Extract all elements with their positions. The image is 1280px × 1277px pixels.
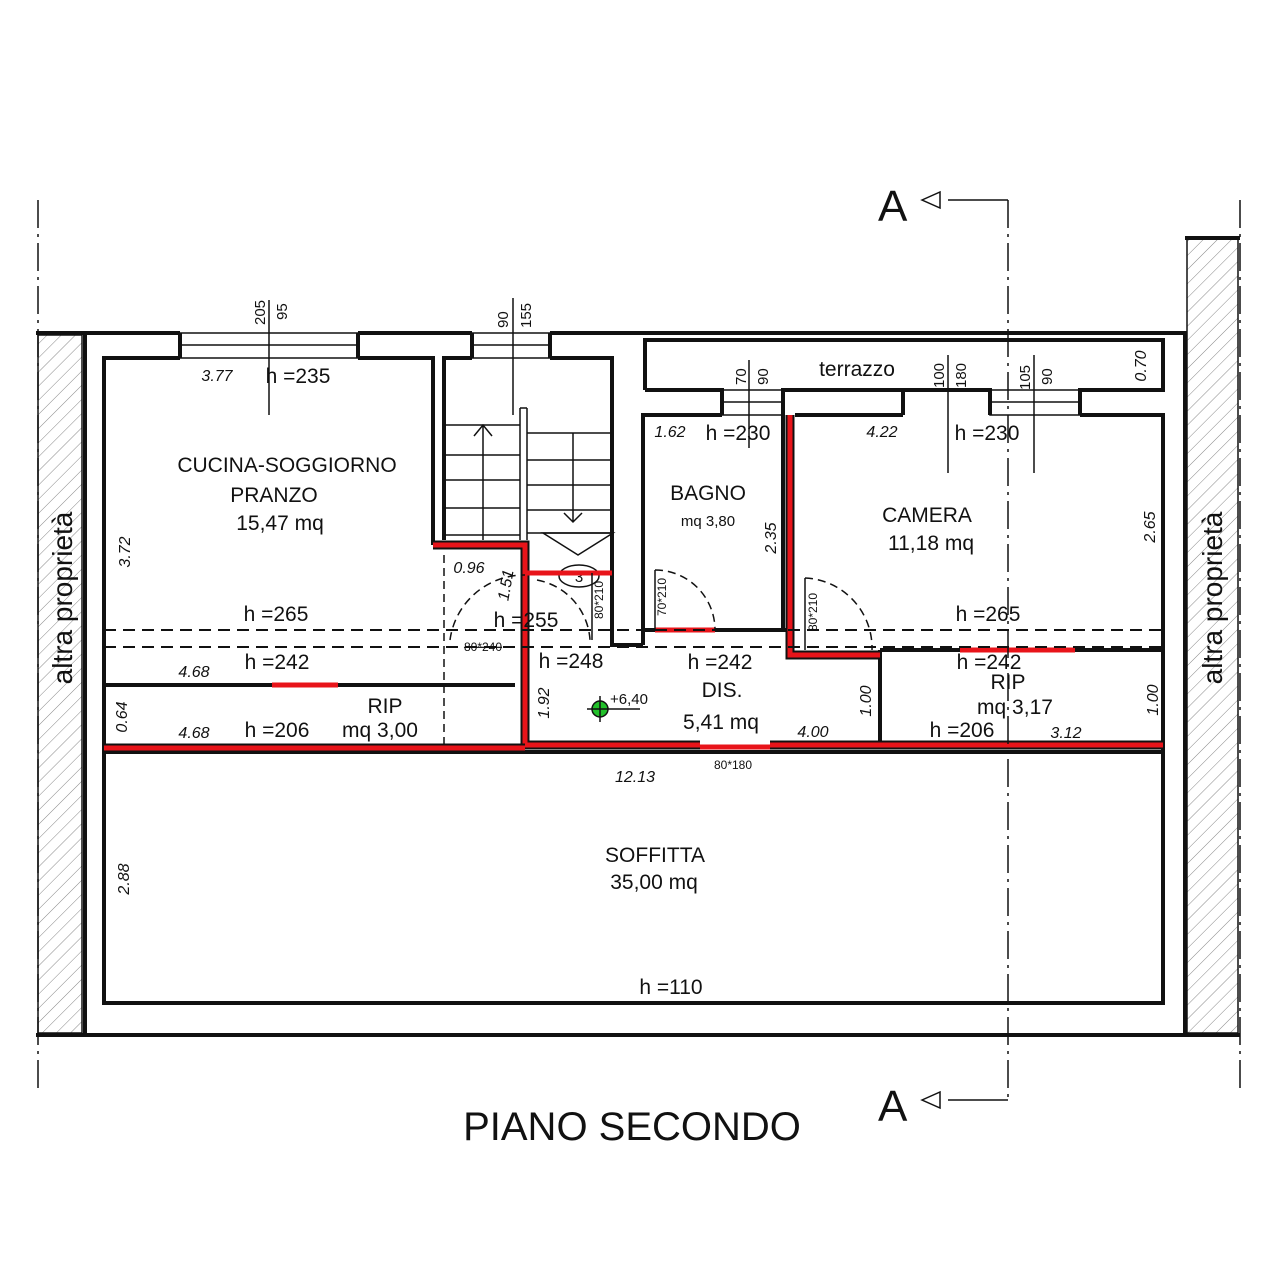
- dimension: 4.22: [866, 424, 897, 441]
- dimension: 2.88: [116, 863, 133, 895]
- dimension: 1.00: [858, 685, 875, 716]
- window-markers: 205 95 90 155 70 90 100 180 105 90: [252, 298, 1056, 473]
- dimension: 12.13: [615, 769, 655, 786]
- section-arrow-icon: [920, 190, 941, 1110]
- room-name-dis: DIS.: [702, 679, 743, 702]
- dimension: 0.64: [114, 701, 131, 732]
- level-marker: +6,40: [587, 691, 648, 722]
- ceiling-heights: h =235 h =265 h =242 h =206 h =255 h =24…: [244, 365, 1022, 999]
- height-label: h =235: [266, 365, 331, 388]
- door-size: 80*210: [806, 593, 820, 631]
- new-walls: [104, 415, 1163, 753]
- bagno-walls: [641, 413, 785, 645]
- height-label: h =242: [688, 651, 753, 674]
- terrazzo-outline: [643, 338, 1165, 415]
- dimension: 4.68: [178, 725, 209, 742]
- room-area-soffitta: 35,00 mq: [610, 871, 698, 894]
- height-label: h =206: [245, 719, 310, 742]
- property-boundary-lines: [37, 200, 1241, 1090]
- dimension: 3.77: [201, 368, 233, 385]
- roof-slope-lines: [104, 629, 1163, 648]
- window-width: 105: [1017, 365, 1034, 390]
- window-width: 205: [252, 300, 269, 325]
- dimension: 1.92: [536, 687, 553, 718]
- neighbour-left: altra proprietà: [37, 334, 83, 1034]
- neighbour-label-right: altra proprietà: [1197, 511, 1228, 684]
- dimensions: 3.77 3.72 4.68 4.68 0.64 0.96 1.51 1.92 …: [114, 350, 1162, 895]
- neighbour-right: altra proprietà: [1185, 236, 1240, 1034]
- height-label: h =265: [244, 603, 309, 626]
- room-name-camera: CAMERA: [882, 504, 972, 527]
- door-sizes: 80*240 80*210 70*210 80*210 80*180: [464, 578, 820, 772]
- room-area-dis: 5,41 mq: [683, 711, 759, 734]
- window-sill: 95: [274, 303, 291, 320]
- plan-title: PIANO SECONDO: [463, 1105, 801, 1149]
- height-label: h =230: [955, 422, 1020, 445]
- staircase: 3: [444, 407, 616, 588]
- room-name-terrazzo: terrazzo: [819, 358, 895, 381]
- window-width: 100: [931, 363, 948, 388]
- room-labels: CUCINA-SOGGIORNO PRANZO 15,47 mq BAGNO m…: [177, 358, 1053, 894]
- window-sill: 155: [518, 303, 535, 328]
- height-label: h =242: [957, 651, 1022, 674]
- door-size: 80*180: [714, 758, 752, 772]
- dimension: 3.72: [117, 536, 134, 567]
- dimension: 2.65: [1142, 511, 1159, 543]
- section-line-a: A A: [878, 182, 1009, 1131]
- door-size: 80*210: [592, 581, 606, 619]
- height-label: h =248: [539, 650, 604, 673]
- dimension: 1.00: [1145, 684, 1162, 715]
- height-label: h =242: [245, 651, 310, 674]
- door-size: 70*210: [655, 578, 669, 616]
- dimension: 4.68: [178, 664, 209, 681]
- window-sill: 180: [953, 363, 970, 388]
- stair-number-badge: [558, 564, 600, 588]
- window-sill: 90: [755, 368, 772, 385]
- dimension: 3.12: [1050, 725, 1081, 742]
- dimension: 0.96: [453, 560, 484, 577]
- room-name-bagno: BAGNO: [670, 482, 746, 505]
- room-name-rip2: RIP: [990, 671, 1025, 694]
- height-label: h =230: [706, 422, 771, 445]
- dimension: 4.00: [797, 724, 828, 741]
- door-swings: [449, 569, 873, 651]
- level-value: +6,40: [610, 691, 648, 708]
- room-area-cucina: 15,47 mq: [236, 512, 324, 535]
- neighbour-label-left: altra proprietà: [47, 511, 78, 684]
- window-sill: 90: [1039, 368, 1056, 385]
- room-name-soffitta: SOFFITTA: [605, 844, 705, 867]
- room-name-rip1: RIP: [367, 695, 402, 718]
- dimension: 2.35: [763, 522, 780, 554]
- room-area-rip2: mq 3,17: [977, 696, 1053, 719]
- camera-walls: [795, 413, 1165, 752]
- room-area-rip1: mq 3,00: [342, 719, 418, 742]
- section-label-bottom: A: [878, 1082, 908, 1131]
- dimension: 0.70: [1133, 350, 1150, 381]
- stair-number: 3: [575, 569, 583, 586]
- stair-down-arrow-icon: [563, 433, 583, 524]
- dimension: 1.62: [654, 424, 685, 441]
- room-area-bagno: mq 3,80: [681, 513, 735, 530]
- section-label-top: A: [878, 182, 908, 231]
- window-width: 90: [495, 311, 512, 328]
- exterior-walls: [36, 331, 1240, 1037]
- height-label: h =206: [930, 719, 995, 742]
- height-label: h =265: [956, 603, 1021, 626]
- door-size: 80*240: [464, 640, 502, 654]
- window-width: 70: [733, 368, 750, 385]
- height-label: h =255: [494, 609, 559, 632]
- room-area-camera: 11,18 mq: [888, 532, 974, 555]
- height-label: h =110: [639, 976, 702, 999]
- room-name-pranzo: PRANZO: [230, 484, 318, 507]
- room-name-cucina: CUCINA-SOGGIORNO: [177, 454, 396, 477]
- stair-up-arrow-icon: [473, 423, 493, 540]
- dimension: 1.51: [495, 568, 517, 602]
